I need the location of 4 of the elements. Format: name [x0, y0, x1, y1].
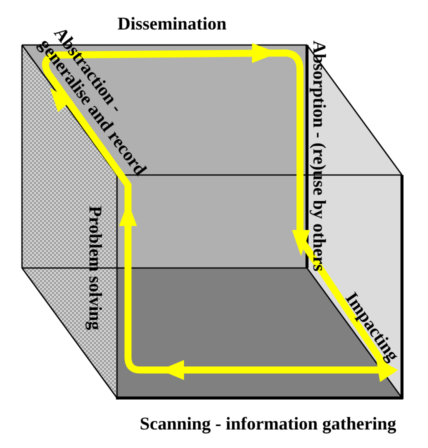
stage-label: Scanning - information gathering: [140, 414, 396, 434]
stage-label: Dissemination: [118, 14, 226, 34]
stage-label: Absorption - (re)use by others: [310, 40, 328, 272]
stage-label: Problem solving: [86, 206, 104, 330]
